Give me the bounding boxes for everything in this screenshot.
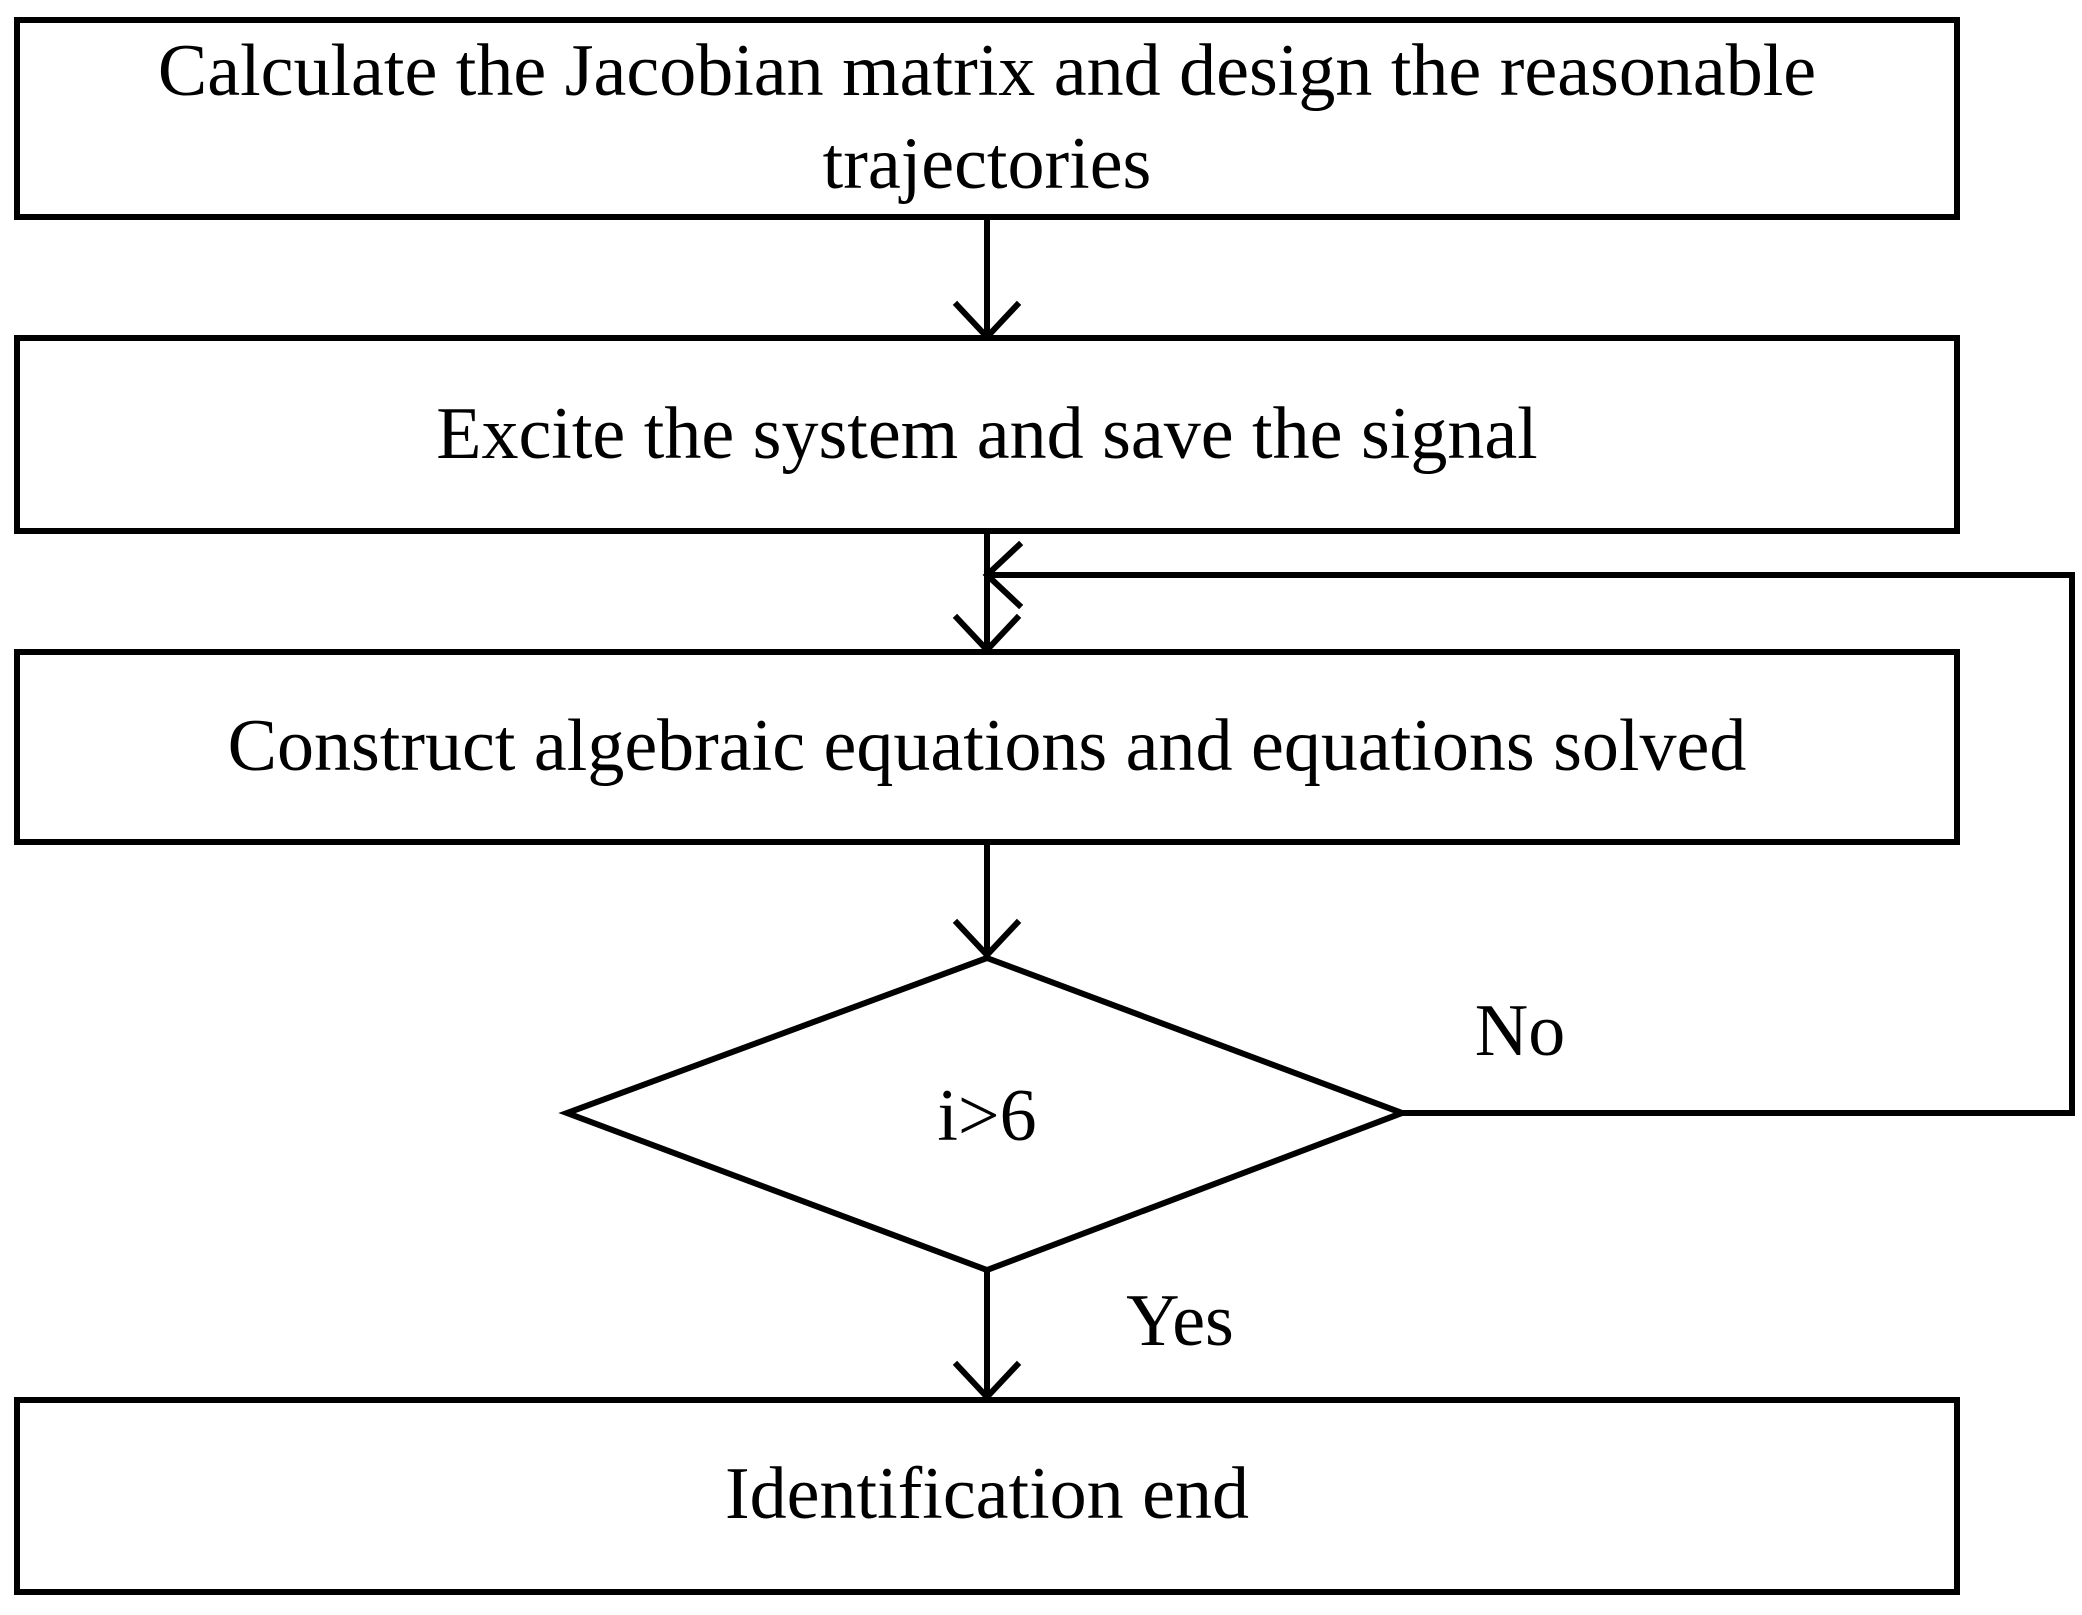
step-1-box: Calculate the Jacobian matrix and design… bbox=[14, 17, 1960, 220]
yes-branch-arrow: Yes bbox=[952, 1267, 1234, 1402]
step-3-label: Construct algebraic equations and equati… bbox=[228, 705, 1747, 787]
arrow-step1-to-step2 bbox=[952, 214, 1022, 342]
arrow-step3-to-decision bbox=[952, 839, 1022, 960]
yes-label: Yes bbox=[1126, 1280, 1234, 1362]
end-label: Identification end bbox=[725, 1453, 1249, 1535]
step-2-label: Excite the system and save the signal bbox=[436, 393, 1537, 475]
arrow-step2-to-step3 bbox=[952, 528, 1022, 655]
decision-condition: i>6 bbox=[937, 1075, 1036, 1157]
step-1-label-line-2: trajectories bbox=[823, 123, 1152, 205]
end-box: Identification end bbox=[14, 1397, 1960, 1595]
step-3-box: Construct algebraic equations and equati… bbox=[14, 649, 1960, 845]
no-label: No bbox=[1475, 990, 1565, 1072]
no-branch-loop: No bbox=[982, 540, 2075, 1116]
step-1-label-line-1: Calculate the Jacobian matrix and design… bbox=[158, 30, 1816, 112]
step-2-box: Excite the system and save the signal bbox=[14, 335, 1960, 534]
decision-diamond: i>6 bbox=[558, 954, 1411, 1274]
